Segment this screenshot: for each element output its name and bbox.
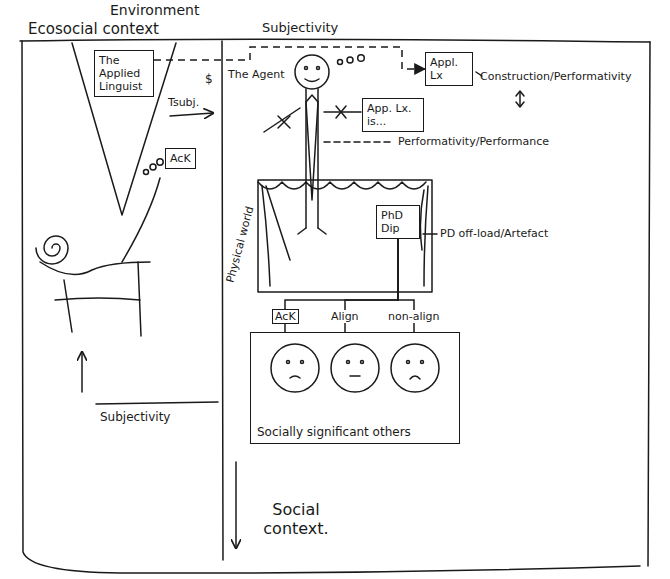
region-title: Subjectivity	[100, 410, 170, 424]
annotation: Construction/Performativity	[480, 70, 631, 83]
box-text: The Applied Linguist	[99, 54, 149, 93]
group-box: Socially significant others	[250, 332, 460, 444]
branch-line	[285, 239, 398, 332]
thought-box: App. Lx. is...	[362, 98, 424, 132]
artefact-box: PhD Dip	[376, 205, 420, 239]
box-text: App. Lx. is...	[367, 102, 419, 128]
region-title: Ecosocial context	[28, 20, 159, 38]
dashed-arrow	[154, 47, 425, 69]
annotation: Tsubj.	[168, 96, 199, 109]
annotation: PD off-load/Artefact	[440, 227, 548, 240]
region-title: Social context.	[256, 500, 336, 538]
region-title: Subjectivity	[262, 20, 338, 36]
box-text: AcK	[170, 152, 191, 165]
thought-box: Appl. Lx	[425, 52, 473, 86]
figure-label: The Agent	[228, 68, 285, 81]
concept-box: AcK	[165, 148, 196, 169]
concept-box: The Applied Linguist	[94, 50, 154, 97]
edge-label: AcK	[272, 309, 299, 324]
box-text: Socially significant others	[257, 426, 453, 439]
region-title: Environment	[110, 2, 199, 19]
region-label: Physical world	[223, 204, 256, 285]
annotation: Performativity/Performance	[398, 135, 549, 148]
edge-label: Align	[329, 310, 361, 323]
box-text: PhD Dip	[381, 209, 415, 235]
box-text: Appl. Lx	[430, 56, 468, 82]
annotation: $	[205, 72, 213, 86]
edge-label: non-align	[386, 310, 441, 323]
